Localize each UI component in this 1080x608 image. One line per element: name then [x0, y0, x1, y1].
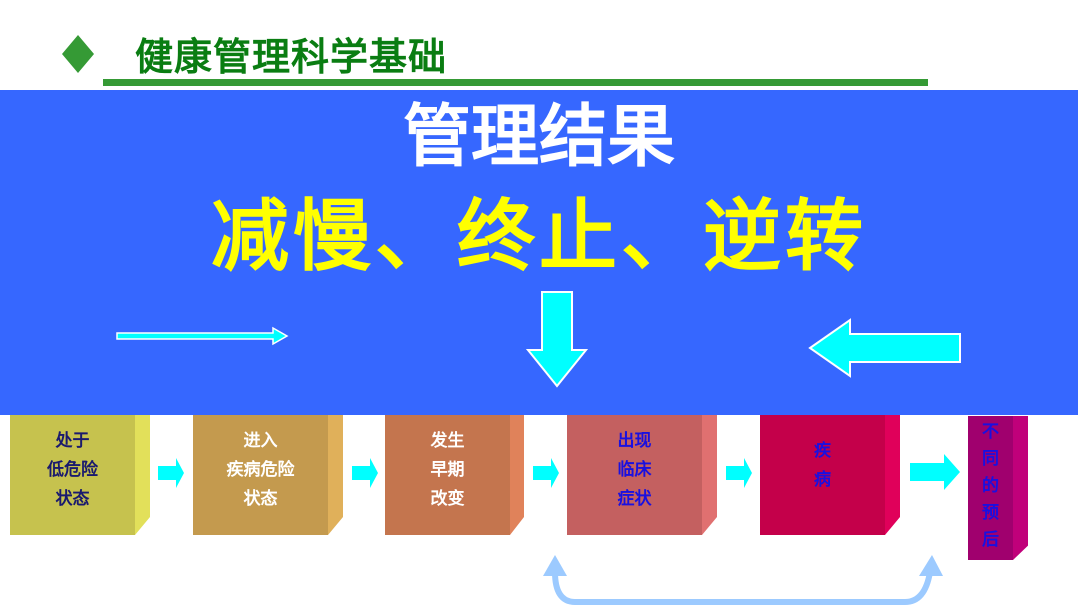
stage-text: 症状 [617, 489, 652, 509]
stage-low-risk: 处于低危险状态 [10, 415, 135, 535]
stage-text: 早期 [430, 460, 465, 480]
stage-early-change: 发生早期改变 [385, 415, 510, 535]
result-banner: 管理结果 减慢、终止、逆转 [0, 90, 1078, 415]
flow-arrow-icon [910, 454, 960, 490]
stage-text: 状态 [55, 489, 90, 509]
stage-text: 临床 [617, 460, 652, 480]
stage-text: 疾 [814, 441, 831, 461]
stage-text: 同 [982, 449, 999, 469]
down-arrow-icon [526, 291, 588, 388]
stage-text: 低危险 [47, 460, 98, 480]
stage-text: 状态 [243, 489, 278, 509]
right-arrow-icon [116, 326, 289, 346]
flow-arrow-icon [158, 458, 184, 488]
banner-subheading: 减慢、终止、逆转 [210, 192, 867, 282]
stage-text: 处于 [55, 431, 90, 451]
stage-text: 疾病危险 [226, 460, 295, 480]
stage-text: 改变 [430, 489, 465, 509]
flow-arrow-icon [533, 458, 559, 488]
stage-text: 预 [982, 503, 999, 523]
stage-text: 的 [982, 476, 999, 496]
stage-text: 发生 [430, 431, 465, 451]
flow-arrow-icon [352, 458, 378, 488]
stage-text: 出现 [617, 431, 652, 451]
feedback-arrow-icon [543, 555, 943, 605]
left-arrow-icon [808, 318, 961, 378]
stage-text: 进入 [243, 431, 278, 451]
page-title: 健康管理科学基础 [135, 35, 448, 79]
stage-text: 后 [982, 530, 999, 550]
title-underline [103, 79, 928, 86]
stage-disease: 疾病 [760, 415, 885, 535]
stage-text: 不 [982, 422, 999, 442]
stage-text: 病 [814, 470, 831, 490]
diamond-bullet-icon [62, 35, 94, 73]
stage-outcome: 不同的预后 [968, 416, 1013, 560]
stage-disease-risk: 进入疾病危险状态 [193, 415, 328, 535]
flow-arrow-icon [726, 458, 752, 488]
stage-clinical-symptoms: 出现临床症状 [567, 415, 702, 535]
banner-heading: 管理结果 [402, 98, 675, 177]
